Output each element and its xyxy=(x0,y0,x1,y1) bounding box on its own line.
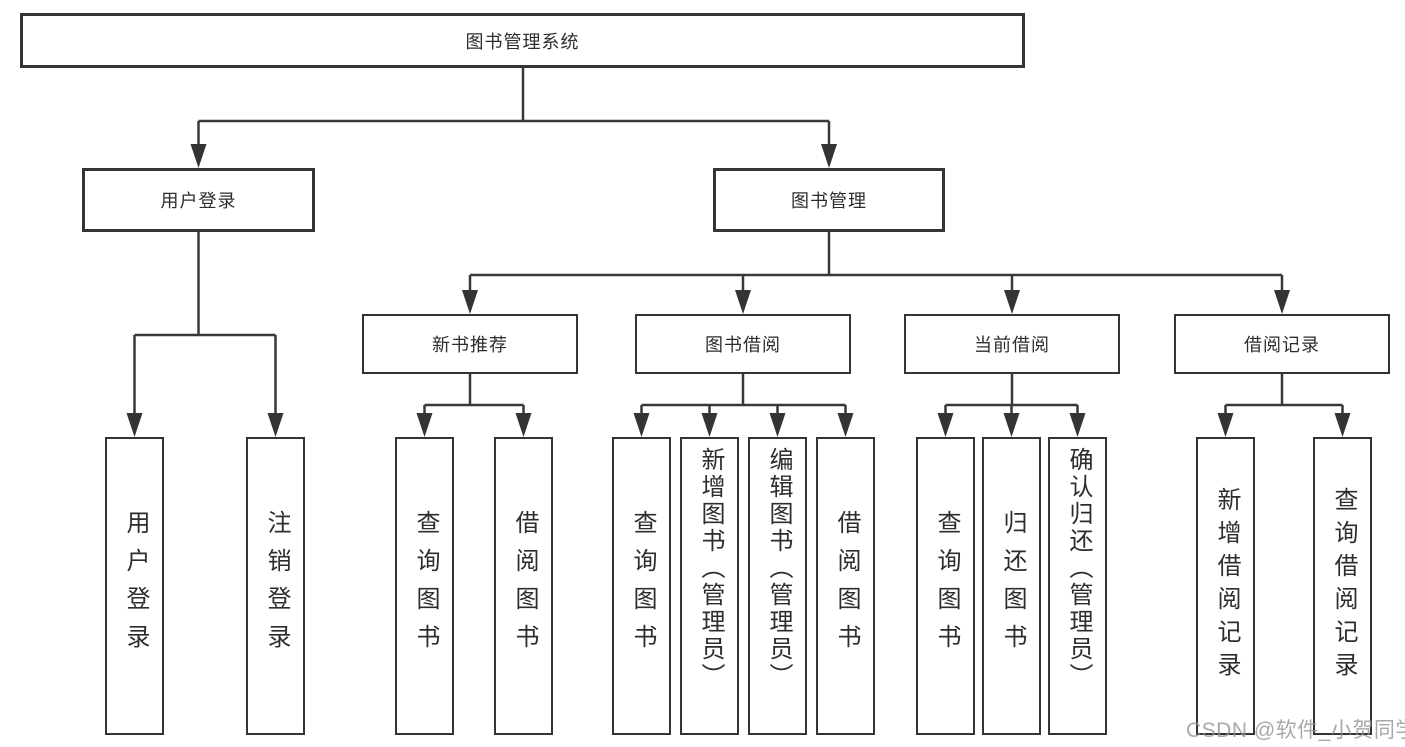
leaf-user-login: 用户登录 xyxy=(105,437,164,735)
leaf-logout: 注销登录 xyxy=(246,437,305,735)
csdn-watermark: CSDN @软件_小贺同学 xyxy=(1186,719,1405,742)
node-book-management: 图书管理 xyxy=(713,168,945,232)
leaf-add-borrow-record: 新增借阅记录 xyxy=(1196,437,1255,735)
leaf-return-book: 归还图书 xyxy=(982,437,1041,735)
leaf-edit-book-admin: 编辑图书（管理员） xyxy=(748,437,807,735)
node-user-login: 用户登录 xyxy=(82,168,315,232)
leaf-borrow-book-2: 借阅图书 xyxy=(816,437,875,735)
leaf-add-book-admin: 新增图书（管理员） xyxy=(680,437,739,735)
leaf-query-book-3: 查询图书 xyxy=(916,437,975,735)
arrowhead-icons xyxy=(126,144,1351,437)
leaf-query-book-2: 查询图书 xyxy=(612,437,671,735)
leaf-confirm-return-admin: 确认归还（管理员） xyxy=(1048,437,1107,735)
node-new-book-recommend: 新书推荐 xyxy=(362,314,578,374)
node-root-system: 图书管理系统 xyxy=(20,13,1025,68)
leaf-borrow-book-1: 借阅图书 xyxy=(494,437,553,735)
connector-lines xyxy=(133,68,1344,419)
node-borrow-record: 借阅记录 xyxy=(1174,314,1390,374)
node-book-borrow: 图书借阅 xyxy=(635,314,851,374)
leaf-query-book-1: 查询图书 xyxy=(395,437,454,735)
node-current-borrow: 当前借阅 xyxy=(904,314,1120,374)
leaf-query-borrow-record: 查询借阅记录 xyxy=(1313,437,1372,735)
